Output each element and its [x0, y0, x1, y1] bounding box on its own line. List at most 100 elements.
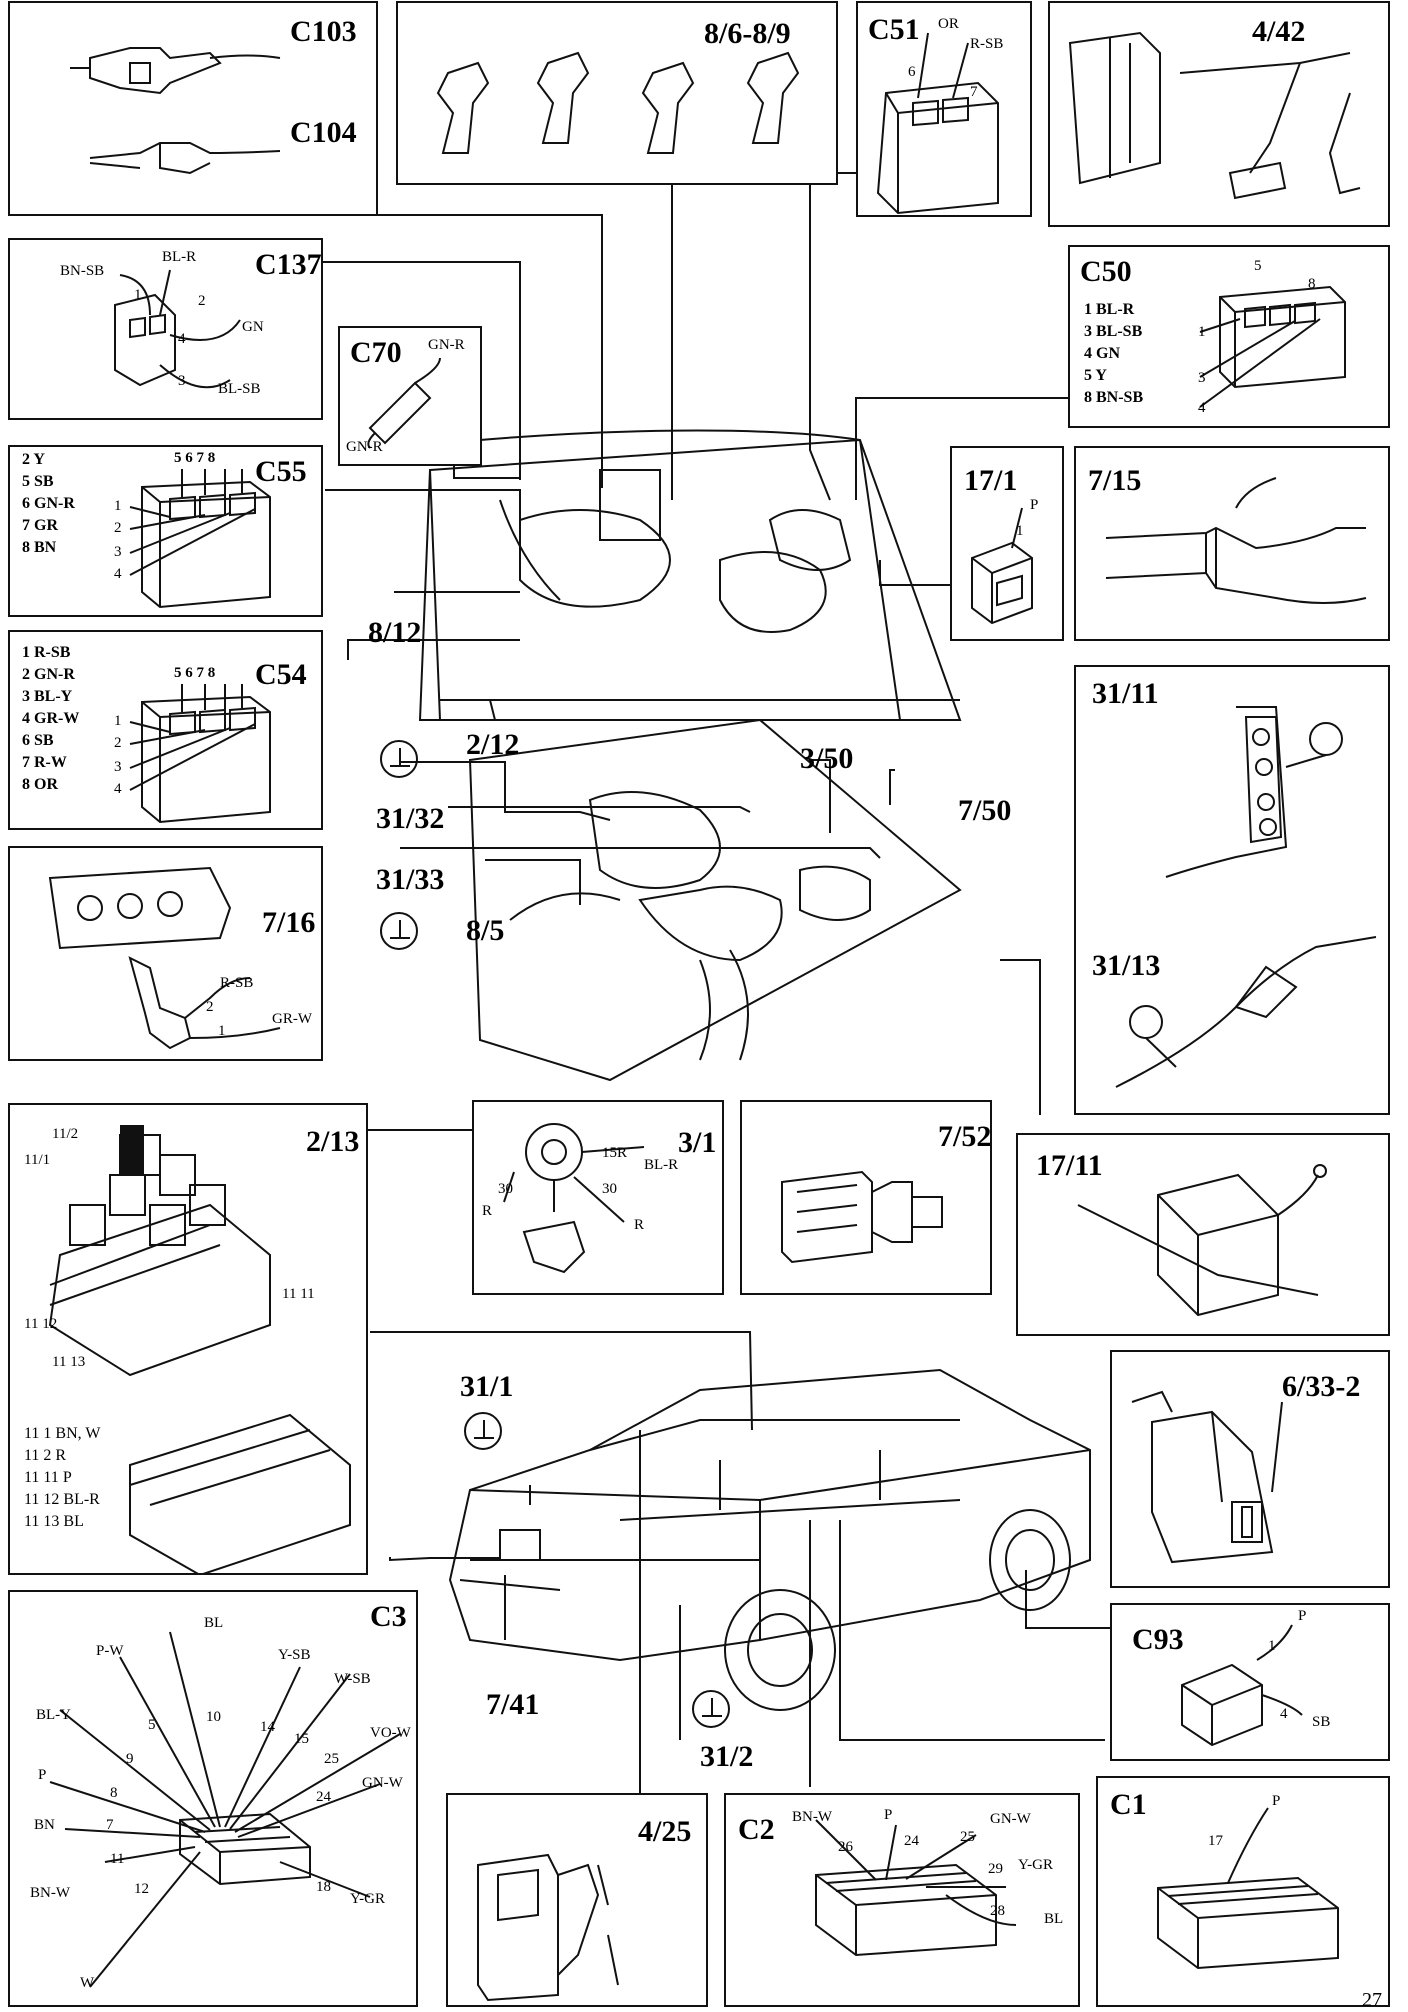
sensor-7-52-drawing	[742, 1102, 992, 1295]
c3-wire-bn: BN	[34, 1817, 55, 1833]
connector-c55-panel: C55 2 Y 5 SB 6 GN-R 7 GR 8 BN 5 6 7 8 1 …	[8, 445, 323, 617]
c3-wire-bl: BL	[204, 1615, 224, 1631]
c2-wire-bnw: BN-W	[792, 1809, 832, 1825]
c3-pin-15: 15	[294, 1731, 309, 1747]
c2-pin-26: 26	[838, 1839, 853, 1855]
c137-blr-wire: BL-R	[162, 249, 197, 265]
c3-pin-5: 5	[148, 1717, 156, 1733]
c55-wire-2: 2 Y	[22, 451, 45, 468]
sensor-7-16-grw-wire: GR-W	[272, 1011, 312, 1027]
c50-wire-8: 8 BN-SB	[1084, 389, 1144, 406]
c3-pin-10: 10	[206, 1709, 221, 1725]
c3-wire-bnw: BN-W	[30, 1885, 70, 1901]
c137-pin4: 4	[178, 331, 186, 347]
c54-pin1: 1	[114, 713, 122, 729]
c54-label: C54	[255, 658, 307, 691]
sensor-7-16-rsb-wire: R-SB	[220, 975, 254, 991]
c2-connector-drawing	[726, 1795, 1080, 2007]
ground-points-panel: 31/11 31/13	[1074, 665, 1390, 1115]
c50-connector-drawing	[1070, 247, 1390, 428]
label-31-1: 31/1	[460, 1370, 514, 1403]
c137-pin3: 3	[178, 373, 186, 389]
connector-c103-c104-panel: C103 C104	[8, 1, 378, 216]
c93-pin1: 1	[1268, 1638, 1276, 1654]
c2-wire-ygr: Y-GR	[1018, 1857, 1054, 1873]
connector-c54-panel: C54 1 R-SB 2 GN-R 3 BL-Y 4 GR-W 6 SB 7 R…	[8, 630, 323, 830]
c3-wire-bly: BL-Y	[36, 1707, 71, 1723]
pedal-switch-panel: 4/42	[1048, 1, 1390, 227]
c3-wire-pw: P-W	[96, 1643, 124, 1659]
c3-pin-7: 7	[106, 1817, 114, 1833]
c55-top-pins: 5 6 7 8	[174, 450, 216, 466]
ignition-30-a: 30	[498, 1181, 513, 1197]
c1-p-wire: P	[1272, 1793, 1281, 1809]
c51-connector-drawing	[858, 3, 1032, 217]
connector-c137-panel: C137 BN-SB BL-R 1 2 4 GN 3 BL-SB	[8, 238, 323, 420]
c2-wire-bl: BL	[1044, 1911, 1064, 1927]
c137-gn-wire: GN	[242, 319, 264, 335]
c55-label: C55	[255, 455, 307, 488]
c51-rsb-wire: R-SB	[970, 36, 1004, 52]
c51-or-wire: OR	[938, 16, 959, 32]
relay-17-11-panel: 17/11	[1016, 1133, 1390, 1336]
c55-wire-5: 5 SB	[22, 473, 54, 490]
c103-label: C103	[290, 15, 357, 48]
c54-top-pins: 5 6 7 8	[174, 665, 216, 681]
ground-31-11-label: 31/11	[1092, 677, 1159, 710]
c70-gnr-top-wire: GN-R	[428, 337, 465, 353]
fuse-box-2-13-label: 2/13	[306, 1125, 360, 1158]
fuse-box-11-1: 11/1	[24, 1152, 51, 1168]
c93-pin4: 4	[1280, 1706, 1288, 1722]
label-8-5: 8/5	[466, 914, 505, 947]
ignition-30-b: 30	[602, 1181, 617, 1197]
label-3-50: 3/50	[800, 742, 854, 775]
c50-pin4: 4	[1198, 400, 1206, 416]
c3-wire-ysb: Y-SB	[278, 1647, 311, 1663]
c55-wire-6: 6 GN-R	[22, 495, 75, 512]
c2-pin-29: 29	[988, 1861, 1003, 1877]
c54-wire-2: 2 GN-R	[22, 666, 75, 683]
c2-label: C2	[738, 1813, 775, 1846]
fuse-box-11-11: 11 11	[282, 1286, 315, 1302]
fuse-box-wire-11-1: 11 1 BN, W	[24, 1425, 101, 1442]
fuse-box-11-12: 11 12	[24, 1316, 58, 1332]
connector-c93-panel: C93 P 1 4 SB	[1110, 1603, 1390, 1761]
fuse-box-drawing	[10, 1125, 368, 1575]
ground-points-drawing	[1076, 667, 1390, 1115]
c55-connector-drawing	[10, 447, 323, 617]
connector-c2-panel: C2	[724, 1793, 1080, 2007]
c50-wire-4: 4 GN	[1084, 345, 1120, 362]
ignition-blr-wire: BL-R	[644, 1157, 679, 1173]
c3-pin-24: 24	[316, 1789, 331, 1805]
component-6-33-2-drawing	[1112, 1352, 1390, 1588]
c137-label: C137	[255, 248, 322, 281]
ground-icon	[380, 740, 418, 778]
sensor-connectors-drawing	[10, 3, 378, 216]
c137-pin2: 2	[198, 293, 206, 309]
c50-wire-list: 1 BL-R 3 BL-SB 4 GN 5 Y 8 BN-SB	[1084, 299, 1143, 409]
c3-wire-wsb: W-SB	[334, 1671, 371, 1687]
c55-wire-7: 7 GR	[22, 517, 58, 534]
c3-wire-vow: VO-W	[370, 1725, 411, 1741]
c54-connector-drawing	[10, 632, 323, 830]
c54-wire-1: 1 R-SB	[22, 644, 71, 661]
fuse-box-wire-11-11: 11 11 P	[24, 1469, 72, 1486]
c2-wire-p: P	[884, 1807, 893, 1823]
ignition-r-b: R	[634, 1217, 645, 1233]
c3-wire-gnw: GN-W	[362, 1775, 403, 1791]
label-8-12: 8/12	[368, 616, 422, 649]
relay-17-1-label: 17/1	[964, 464, 1018, 497]
c3-pin-9: 9	[126, 1751, 134, 1767]
sensor-7-52-label: 7/52	[938, 1120, 992, 1153]
c55-pin1: 1	[114, 498, 122, 514]
c54-wire-list: 1 R-SB 2 GN-R 3 BL-Y 4 GR-W 6 SB 7 R-W 8…	[22, 642, 79, 796]
c3-label: C3	[370, 1600, 407, 1633]
c50-pin1: 1	[1198, 324, 1206, 340]
c70-label: C70	[350, 336, 402, 369]
c54-wire-7: 7 R-W	[22, 754, 67, 771]
c1-connector-drawing	[1098, 1778, 1390, 2007]
c93-p-wire: P	[1298, 1608, 1307, 1624]
connector-c1-panel: C1 P 17	[1096, 1776, 1390, 2007]
relay-17-1-panel: 17/1 P 1	[950, 446, 1064, 641]
sensor-7-15-drawing	[1076, 448, 1390, 641]
